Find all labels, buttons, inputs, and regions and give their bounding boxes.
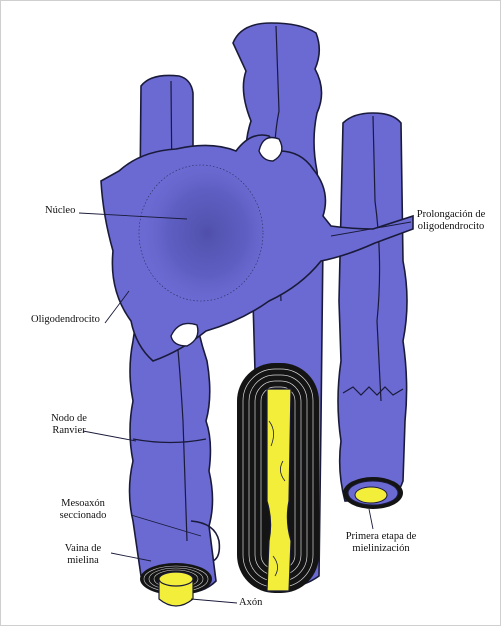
label-oligodendrocito: Oligodendrocito [31,314,100,326]
label-vaina-line2: mielina [53,555,113,567]
label-primera-line2: mielinización [333,543,429,555]
label-prolongacion: Prolongación de oligodendrocito [403,209,499,233]
label-nucleo: Núcleo [45,205,75,217]
label-primera-line1: Primera etapa de [333,531,429,543]
central-axon [267,389,291,591]
myelinated-segment-center [237,363,319,593]
label-vaina: Vaina de mielina [53,543,113,567]
label-nodo-line1: Nodo de [39,413,99,425]
nucleus [139,165,263,301]
axon-fiber-3 [338,113,407,501]
label-axon: Axón [239,597,262,609]
label-prolongacion-line2: oligodendrocito [403,221,499,233]
label-mesoaxon-line2: seccionado [45,510,121,522]
first-stage-myelination [343,477,403,509]
label-mesoaxon-line1: Mesoaxón [45,498,121,510]
label-nodo-ranvier: Nodo de Ranvier [39,413,99,437]
label-nodo-line2: Ranvier [39,425,99,437]
label-prolongacion-line1: Prolongación de [403,209,499,221]
label-primera-etapa: Primera etapa de mielinización [333,531,429,555]
label-mesoaxon: Mesoaxón seccionado [45,498,121,522]
label-vaina-line1: Vaina de [53,543,113,555]
